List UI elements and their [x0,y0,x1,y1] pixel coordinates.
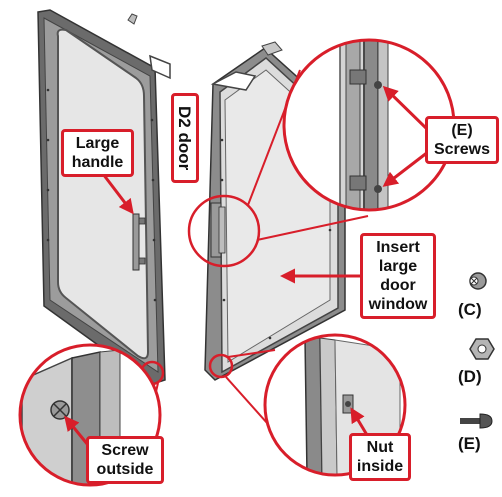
part-d-label: (D) [458,367,482,386]
insert-window-label: Insert large door window [360,233,436,319]
large-handle-label: Large handle [61,129,134,177]
handle-arrow [98,169,134,215]
screws-detail-view [284,40,454,210]
large-handle [132,213,146,271]
screw-arrow-top [382,85,430,132]
screw-outside-arrow [64,415,90,446]
left-door [37,9,171,385]
screws-label: (E) Screws [425,116,499,164]
part-c-label: (C) [458,300,482,319]
machine-screw-icon [460,413,493,429]
right-detail-callout-circle [208,353,234,379]
part-e-label: (E) [458,434,481,453]
nut-inside-label: Nut inside [349,433,411,481]
bottom-left-magnifier-circle [18,343,162,487]
screw-arrow-bottom [382,150,429,187]
screw-outside-label: Screw outside [86,436,164,484]
hex-nut-icon [469,338,495,360]
d2-door-label: D2 door [171,93,199,183]
handle-callout-circle [187,194,261,268]
washer-icon [469,272,487,290]
bottom-right-magnifier-circle [263,333,407,477]
